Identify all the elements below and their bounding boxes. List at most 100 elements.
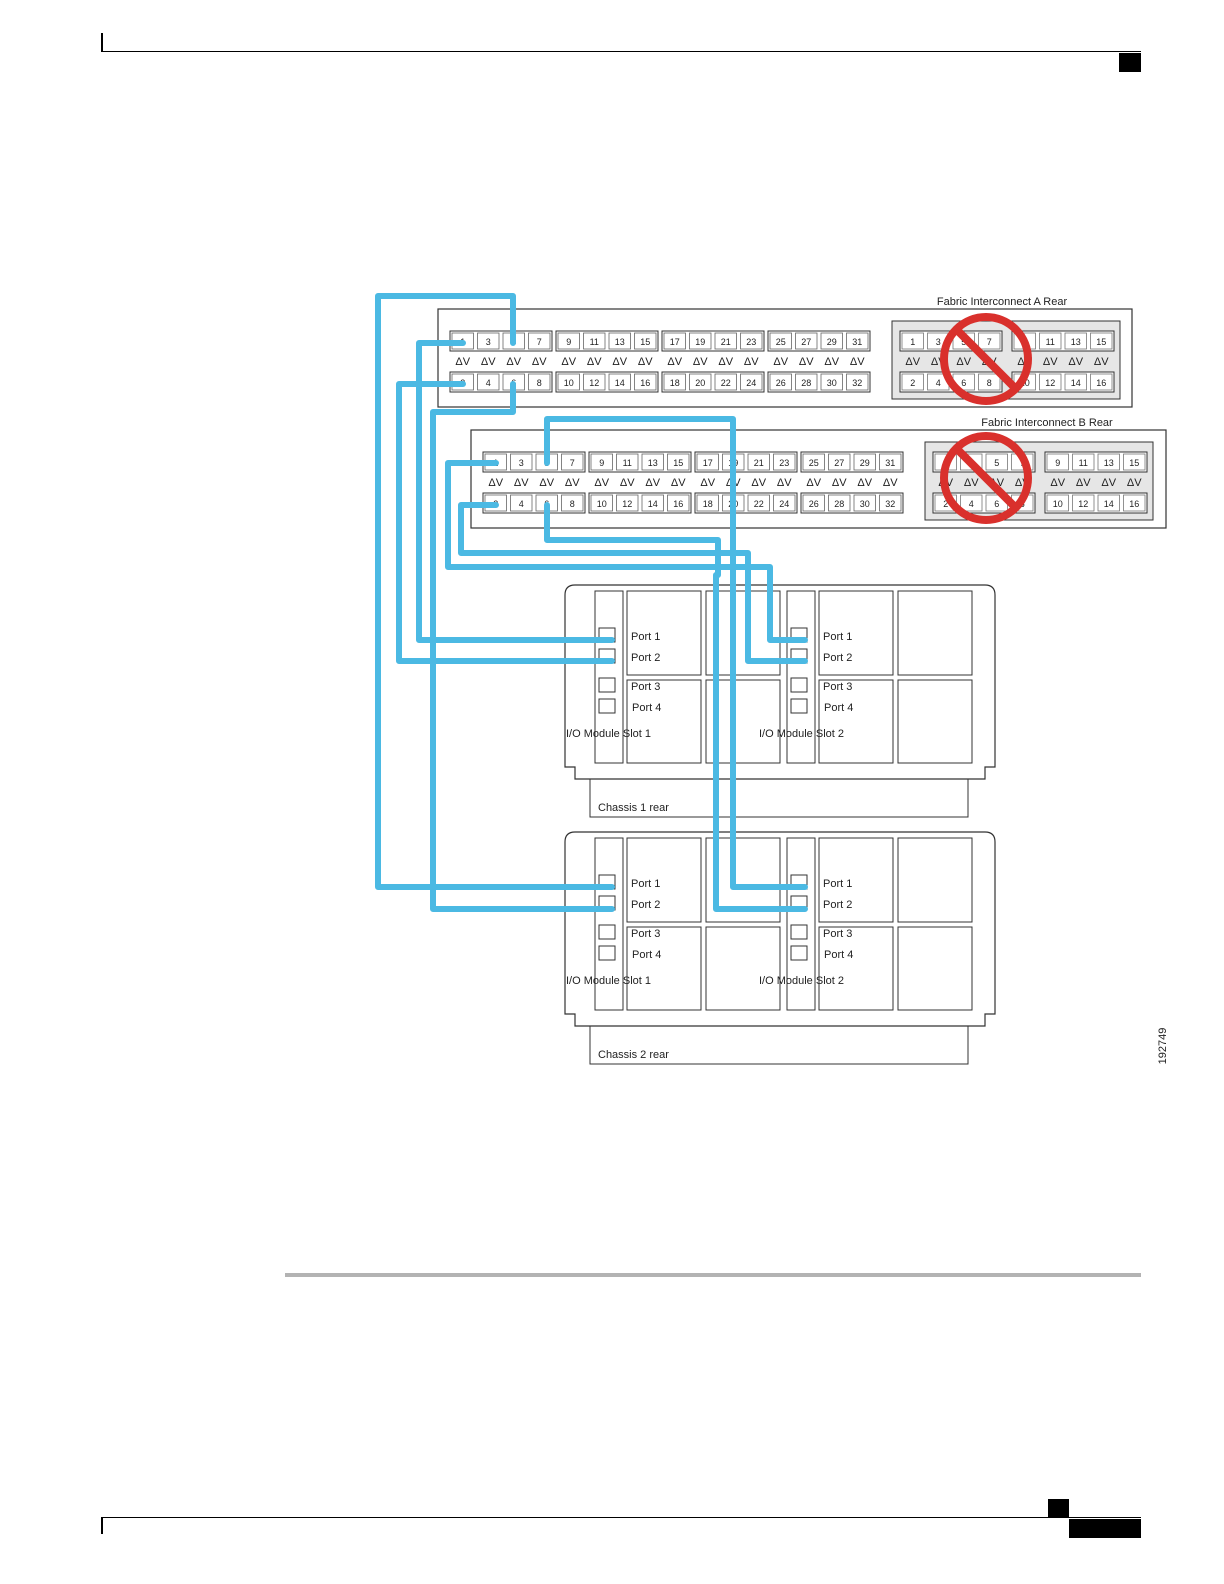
fabric-b-port-26 (802, 494, 825, 512)
fabric-b-expansion-indicator: ΔV (1127, 477, 1142, 489)
fabric-a-port-label: 14 (615, 378, 625, 388)
fabric-a-expansion-port-label: 16 (1096, 378, 1106, 388)
fabric-b-expansion-group-bottom (1044, 492, 1148, 514)
chassis-1-io-module-slot-2 (786, 590, 816, 764)
fabric-b-port-label: 22 (754, 499, 764, 509)
fabric-b-expansion-port-label: 9 (1055, 458, 1060, 468)
fabric-a-expansion-port-label: 2 (910, 378, 915, 388)
fabric-b-port-label: 26 (809, 499, 819, 509)
fabric-b-expansion-port-16 (1123, 494, 1146, 512)
fabric-a-port-27 (795, 332, 818, 350)
fabric-b-expansion-port-label: 11 (1079, 458, 1088, 468)
fabric-a-port-label: 7 (537, 337, 542, 347)
fabric-a-port-23 (740, 332, 763, 350)
fabric-a-port-group-top (555, 330, 659, 352)
fabric-b-port-27 (828, 453, 851, 471)
chassis-1-slot-2-label: I/O Module Slot 2 (759, 728, 844, 740)
chassis-1-bay (818, 679, 894, 764)
chassis-2-io-module-slot-1 (594, 837, 624, 1011)
fabric-b-port-group-bottom (800, 492, 904, 514)
fabric-a-port-label: 8 (537, 378, 542, 388)
fabric-a-port-label: 12 (589, 378, 599, 388)
fabric-b-port-label: 28 (834, 499, 844, 509)
fabric-a-port-indicator: ΔV (587, 356, 602, 368)
fabric-b-port-label: 32 (885, 499, 895, 509)
prohibited-ring (940, 313, 1032, 405)
fabric-b-port-22 (747, 494, 770, 512)
chassis-1-slot-1-port-label: Port 3 (631, 681, 660, 693)
fabric-b-port-23 (773, 453, 796, 471)
fabric-b-expansion-port-4 (960, 494, 983, 512)
chassis-1-slot-1-port-label: Port 1 (631, 631, 660, 643)
chassis-1-label: Chassis 1 rear (598, 802, 669, 814)
fabric-a-port-11 (583, 332, 606, 350)
fabric-a-port-indicator: ΔV (612, 356, 627, 368)
prohibited-icon (940, 432, 1032, 524)
fabric-b-expansion-indicator: ΔV (1076, 477, 1091, 489)
fabric-a-port-group-bottom (767, 371, 871, 393)
chassis-2-slot-2-port-4 (790, 945, 808, 961)
fabric-a-port-group-bottom (555, 371, 659, 393)
cable-6 (458, 502, 808, 664)
fabric-a-port-label: 31 (852, 337, 862, 347)
fabric-a-port-label: 22 (721, 378, 731, 388)
fabric-a-port-label: 26 (776, 378, 786, 388)
chassis-1-bay (818, 590, 894, 676)
fabric-b-port-label: 30 (860, 499, 870, 509)
chassis-1-slot-1-label: I/O Module Slot 1 (566, 728, 651, 740)
cable-4 (430, 381, 615, 912)
footer-small-block (1048, 1499, 1069, 1517)
fabric-a-port-18 (663, 373, 686, 391)
fabric-b-port-group-bottom (588, 492, 692, 514)
chassis-2-label: Chassis 2 rear (598, 1049, 669, 1061)
fabric-b-port-indicator: ΔV (514, 477, 529, 489)
fabric-b-port-indicator: ΔV (806, 477, 821, 489)
fabric-a-title: Fabric Interconnect A Rear (937, 296, 1068, 308)
fabric-a-expansion-port-label: 6 (961, 378, 966, 388)
fabric-b-expansion-port-10 (1046, 494, 1069, 512)
prohibit-layer (940, 313, 1032, 524)
chassis-1-slot-2-port-label: Port 2 (823, 652, 852, 664)
chassis-2-bay (705, 926, 781, 1011)
fabric-a-port-29 (820, 332, 843, 350)
fabric-a-port-12 (583, 373, 606, 391)
fabric-b-port-10 (590, 494, 613, 512)
fabric-a-port-25 (769, 332, 792, 350)
fabric-a-port-3 (477, 332, 500, 350)
fabric-b-interconnect: Fabric Interconnect B Rear12ΔV34ΔV56ΔV78… (470, 417, 1167, 529)
chassis-2-slot-1-port-label: Port 1 (631, 878, 660, 890)
fabric-a-port-indicator: ΔV (667, 356, 682, 368)
chassis-1-slot-2-port-4 (790, 698, 808, 714)
fabric-a-port-label: 18 (670, 378, 680, 388)
chassis-1-slot-1-port-label: Port 4 (632, 702, 661, 714)
fabric-b-port-32 (879, 494, 902, 512)
fabric-a-expansion-port-label: 8 (987, 378, 992, 388)
chassis-1-slot-1-port-label: Port 2 (631, 652, 660, 664)
fabric-a-expansion-port-label: 12 (1045, 378, 1055, 388)
fabric-b-expansion-port-5 (985, 453, 1008, 471)
fabric-a-port-28 (795, 373, 818, 391)
fabric-b-port-24 (773, 494, 796, 512)
fabric-b-port-label: 12 (622, 499, 632, 509)
chassis-2-slot-2-label: I/O Module Slot 2 (759, 975, 844, 987)
fabric-b-expansion-port-label: 16 (1129, 499, 1139, 509)
fabric-b-expansion-group-top (1044, 451, 1148, 473)
fabric-b-port-group-top (800, 451, 904, 473)
fabric-a-port-7 (528, 332, 551, 350)
fabric-b-port-label: 8 (570, 499, 575, 509)
fabric-b-port-indicator: ΔV (488, 477, 503, 489)
chassis-2-bay (818, 837, 894, 923)
fabric-a-port-21 (714, 332, 737, 350)
chassis-1-bay (626, 590, 702, 676)
fabric-a-expansion-port-label: 13 (1071, 337, 1081, 347)
fabric-a-port-label: 20 (695, 378, 705, 388)
chassis-2-slot-2-port-label: Port 2 (823, 899, 852, 911)
prohibited-ring (940, 432, 1032, 524)
fabric-a-port-22 (714, 373, 737, 391)
fabric-b-port-18 (696, 494, 719, 512)
fabric-a-expansion-port-label: 4 (936, 378, 941, 388)
fabric-b-port-label: 15 (673, 458, 683, 468)
fabric-a-port-15 (634, 332, 657, 350)
chassis-1-slot-1-port-3 (598, 677, 616, 693)
